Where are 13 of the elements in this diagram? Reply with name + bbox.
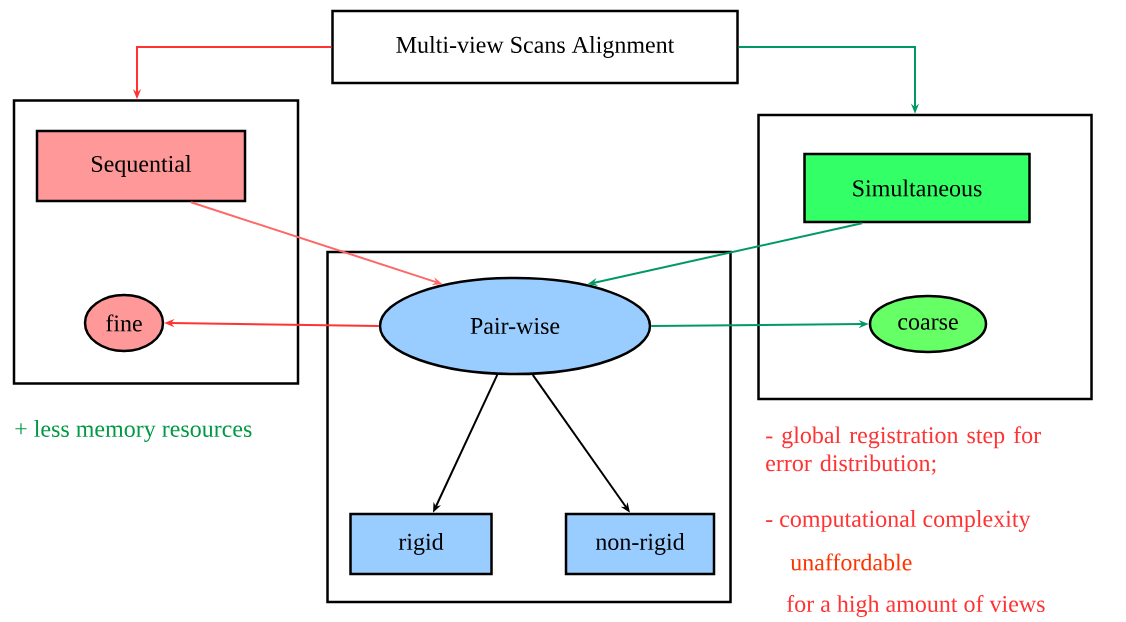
process-box: Simultaneous: [803, 152, 1031, 224]
note-text: unaffordable: [790, 553, 912, 571]
process-box: non-rigid: [564, 512, 716, 576]
ellipse-node: Pair-wise: [378, 276, 652, 376]
process-box: Sequential: [35, 129, 247, 203]
note-text: for a high amount of views: [786, 595, 1045, 618]
ellipse-node: fine: [83, 293, 165, 353]
process-box: rigid: [349, 512, 493, 576]
title-box: Multi-view Scans Alignment: [331, 9, 739, 85]
note-text: + less memory resources: [15, 420, 252, 442]
ellipse-node: coarse: [868, 294, 988, 354]
note-text: - computational complexity: [766, 510, 1031, 532]
note-text: - global registration step for error distribution;: [766, 426, 1041, 475]
